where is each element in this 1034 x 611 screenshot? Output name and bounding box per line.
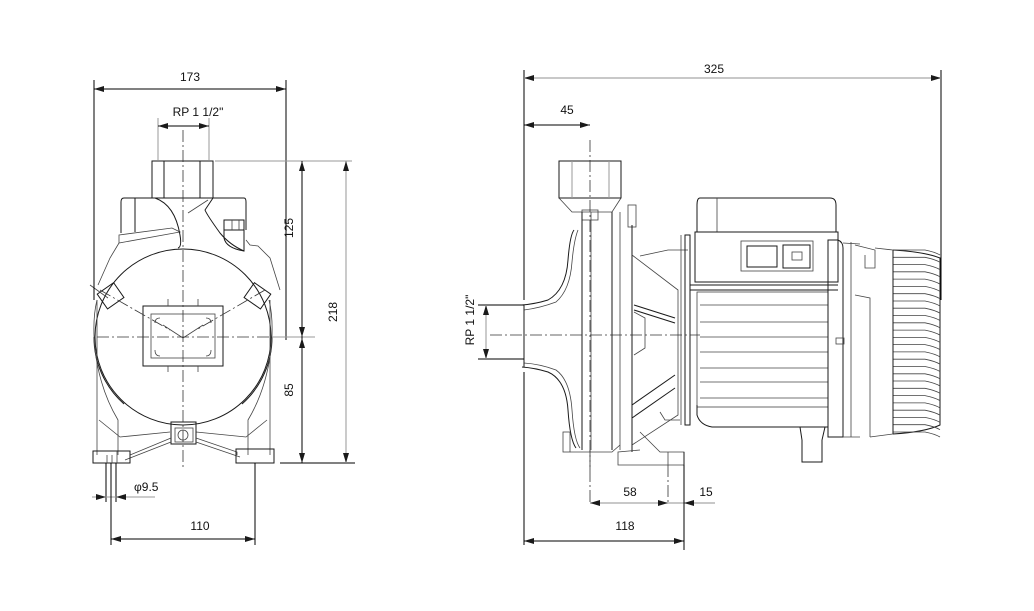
fan-cover-rib (893, 264, 941, 270)
side-pump-casing (521, 212, 633, 453)
fan-cover-rib (893, 271, 941, 278)
fan-cover-rib (893, 373, 941, 380)
side-bracket (617, 249, 688, 466)
fan-cover-rib (893, 402, 941, 409)
total-length-325-label: 325 (704, 62, 724, 76)
fan-cover-rib (893, 344, 941, 350)
foot-offset-15-label: 15 (699, 485, 713, 499)
outlet-port-size-label: RP 1 1/2" (173, 105, 224, 119)
fan-cover-rib (893, 307, 941, 314)
side-fan-cover (869, 247, 941, 438)
front-base (92, 419, 275, 464)
front-dimensions: 173 RP 1 1/2" 125 85 218 φ9.5 (92, 70, 355, 545)
fan-cover-rib (893, 256, 941, 263)
front-outlet-port (151, 160, 214, 199)
front-motor-body (89, 248, 273, 455)
total-height-218-label: 218 (326, 302, 340, 322)
front-view (89, 130, 290, 470)
front-diagonal-centerline (195, 289, 266, 331)
front-diagonal-centerline (99, 289, 171, 331)
fan-cover-rib (893, 380, 941, 387)
foot-to-inlet-118-label: 118 (615, 519, 634, 533)
fan-cover-rib (893, 387, 941, 394)
side-view (490, 140, 941, 505)
fan-cover-rib (893, 300, 941, 307)
fan-cover-outline (892, 249, 941, 435)
hole-diameter-label: φ9.5 (134, 480, 159, 494)
lower-height-85-label: 85 (282, 383, 296, 397)
fan-cover-rib (893, 358, 941, 365)
fan-cover-rib (893, 395, 941, 401)
fan-cover-connector (869, 247, 894, 438)
fan-cover-rib (893, 315, 941, 321)
fan-cover-rib (893, 286, 941, 292)
fan-cover-rib (893, 293, 941, 300)
side-outlet-port (558, 160, 637, 228)
fan-cover-rib (893, 322, 941, 329)
inlet-port-size-label: RP 1 1/2" (463, 295, 477, 346)
fan-cover-rib (893, 351, 941, 358)
side-motor (680, 197, 876, 463)
outlet-offset-45-label: 45 (560, 103, 574, 117)
fan-cover-rib (893, 337, 941, 343)
fan-cover-rib (893, 249, 941, 256)
fan-cover-rib (893, 366, 941, 372)
width-173-label: 173 (180, 70, 200, 84)
upper-height-125-label: 125 (282, 218, 296, 238)
fan-cover-rib (893, 431, 941, 438)
front-pump-head (97, 197, 281, 291)
foot-span-58-label: 58 (623, 485, 637, 499)
fan-cover-rib (893, 329, 941, 336)
fan-cover-rib (893, 417, 941, 423)
foot-spacing-110-label: 110 (190, 519, 209, 533)
fan-cover-rib (893, 278, 941, 285)
side-dimensions: 325 45 RP 1 1/2" 58 15 118 (463, 62, 942, 550)
fan-cover-rib (893, 409, 941, 416)
fan-cover-rib (893, 424, 941, 431)
